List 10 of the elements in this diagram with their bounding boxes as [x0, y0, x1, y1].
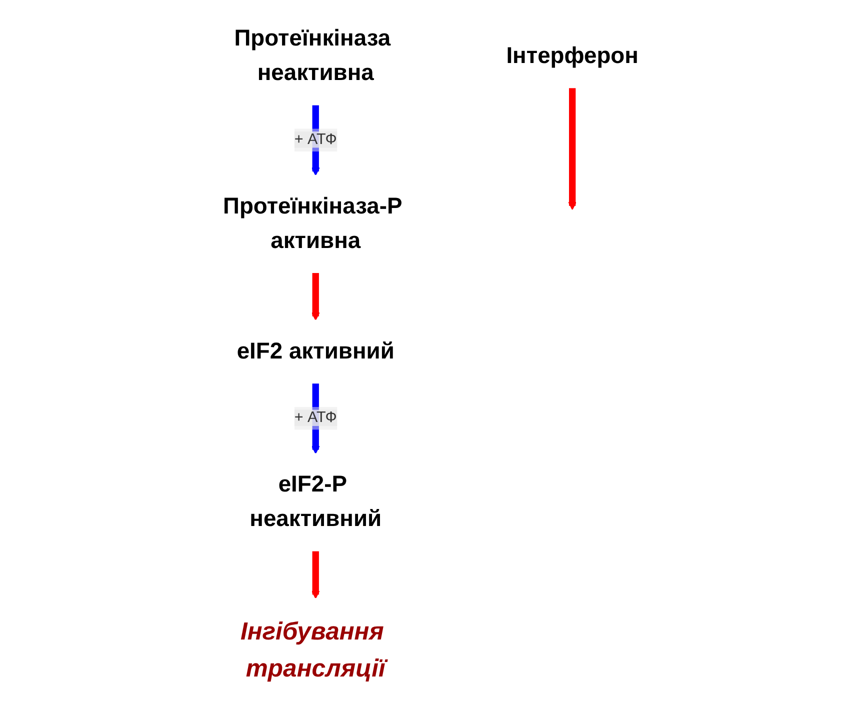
arrow — [568, 88, 576, 210]
node-text: Протеїнкіназа неактивна — [234, 26, 390, 86]
node-text: Інтерферон — [506, 42, 638, 69]
node-text: Протеїнкіназа-P активна — [222, 193, 402, 254]
edge-label: + АТФ — [294, 132, 336, 148]
arrow — [311, 550, 320, 599]
edge-label: + АТФ — [294, 410, 336, 426]
node-text: eIF2-P неактивний — [249, 472, 382, 532]
node-text: eIF2 активний — [236, 338, 394, 364]
arrow — [311, 272, 320, 321]
